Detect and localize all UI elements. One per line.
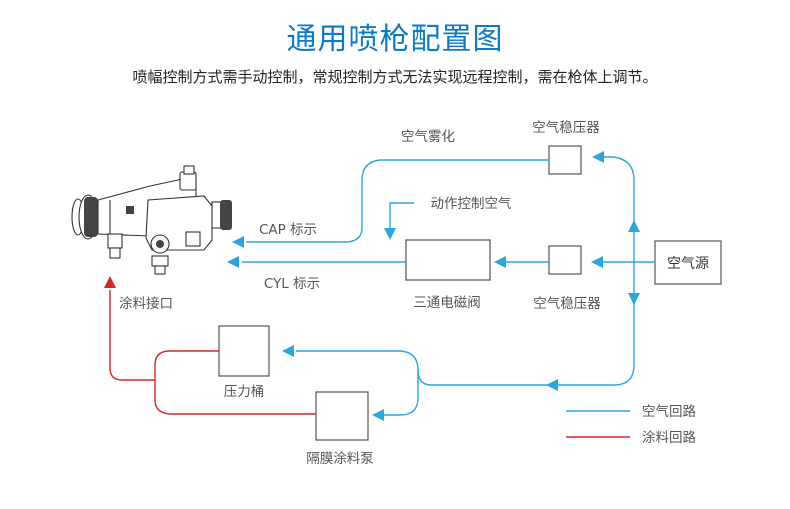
label-air-source: 空气源 [667, 256, 709, 272]
label-pressure-tank: 压力桶 [224, 384, 265, 400]
regulator-top-box [548, 145, 582, 175]
legend-paint-loop: 涂料回路 [642, 430, 696, 446]
label-regulator-bottom: 空气稳压器 [533, 296, 601, 312]
regulator-bottom-box [548, 245, 582, 275]
label-cap-mark: CAP 标示 [259, 222, 317, 238]
pressure-tank-box [218, 325, 270, 377]
label-paint-inlet: 涂料接口 [119, 295, 173, 312]
label-diaphragm-pump: 隔膜涂料泵 [306, 451, 374, 467]
label-regulator-top: 空气稳压器 [532, 120, 600, 136]
page-subtitle: 喷幅控制方式需手动控制，常规控制方式无法实现远程控制，需在枪体上调节。 [132, 68, 658, 86]
page-title: 通用喷枪配置图 [286, 22, 504, 57]
legend-air-loop: 空气回路 [642, 404, 696, 420]
label-solenoid-valve: 三通电磁阀 [413, 295, 481, 311]
label-action-control-air: 动作控制空气 [431, 196, 512, 212]
label-cyl-mark: CYL 标示 [264, 276, 320, 292]
spray-gun-icon [71, 165, 232, 275]
air-source-box [654, 240, 722, 285]
solenoid-valve-box [405, 239, 491, 281]
diaphragm-pump-box [315, 391, 369, 441]
label-air-atomize: 空气雾化 [401, 129, 455, 145]
